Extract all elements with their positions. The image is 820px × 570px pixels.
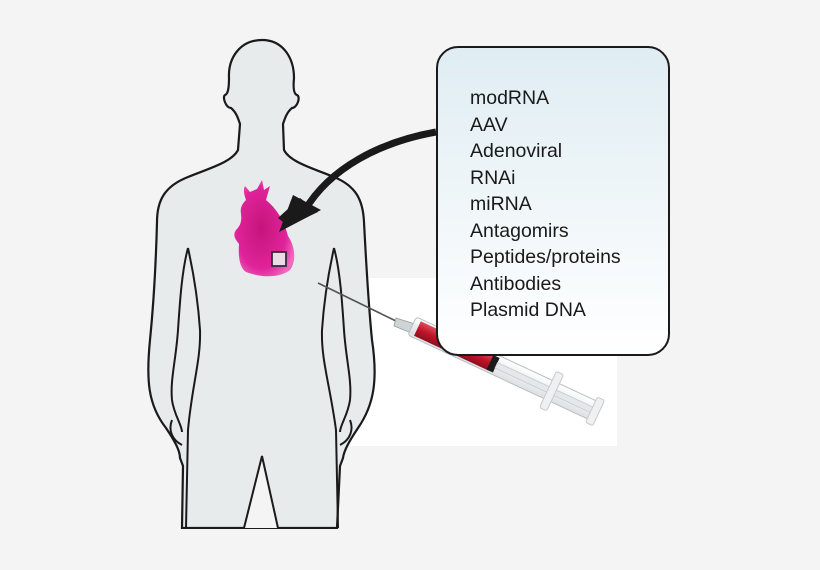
delivery-methods-callout: modRNA AAV Adenoviral RNAi miRNA Antagom… — [436, 46, 670, 356]
list-item-plasmid-dna: Plasmid DNA — [470, 299, 586, 321]
list-item-mirna: miRNA — [470, 193, 532, 215]
list-item-peptides-proteins: Peptides/proteins — [470, 246, 621, 268]
list-item-antibodies: Antibodies — [470, 272, 562, 295]
list-item-modrna: modRNA — [470, 87, 550, 109]
human-body-icon — [140, 38, 380, 570]
arrow-icon — [278, 128, 437, 232]
heart-icon — [234, 180, 295, 277]
list-item-antagomirs: Antagomirs — [470, 219, 569, 242]
list-item-rnai: RNAi — [470, 166, 516, 189]
list-item-aav: AAV — [470, 113, 508, 136]
delivery-methods-list: modRNA AAV Adenoviral RNAi miRNA Antagom… — [470, 85, 621, 324]
list-item-adenoviral: Adenoviral — [470, 140, 563, 162]
